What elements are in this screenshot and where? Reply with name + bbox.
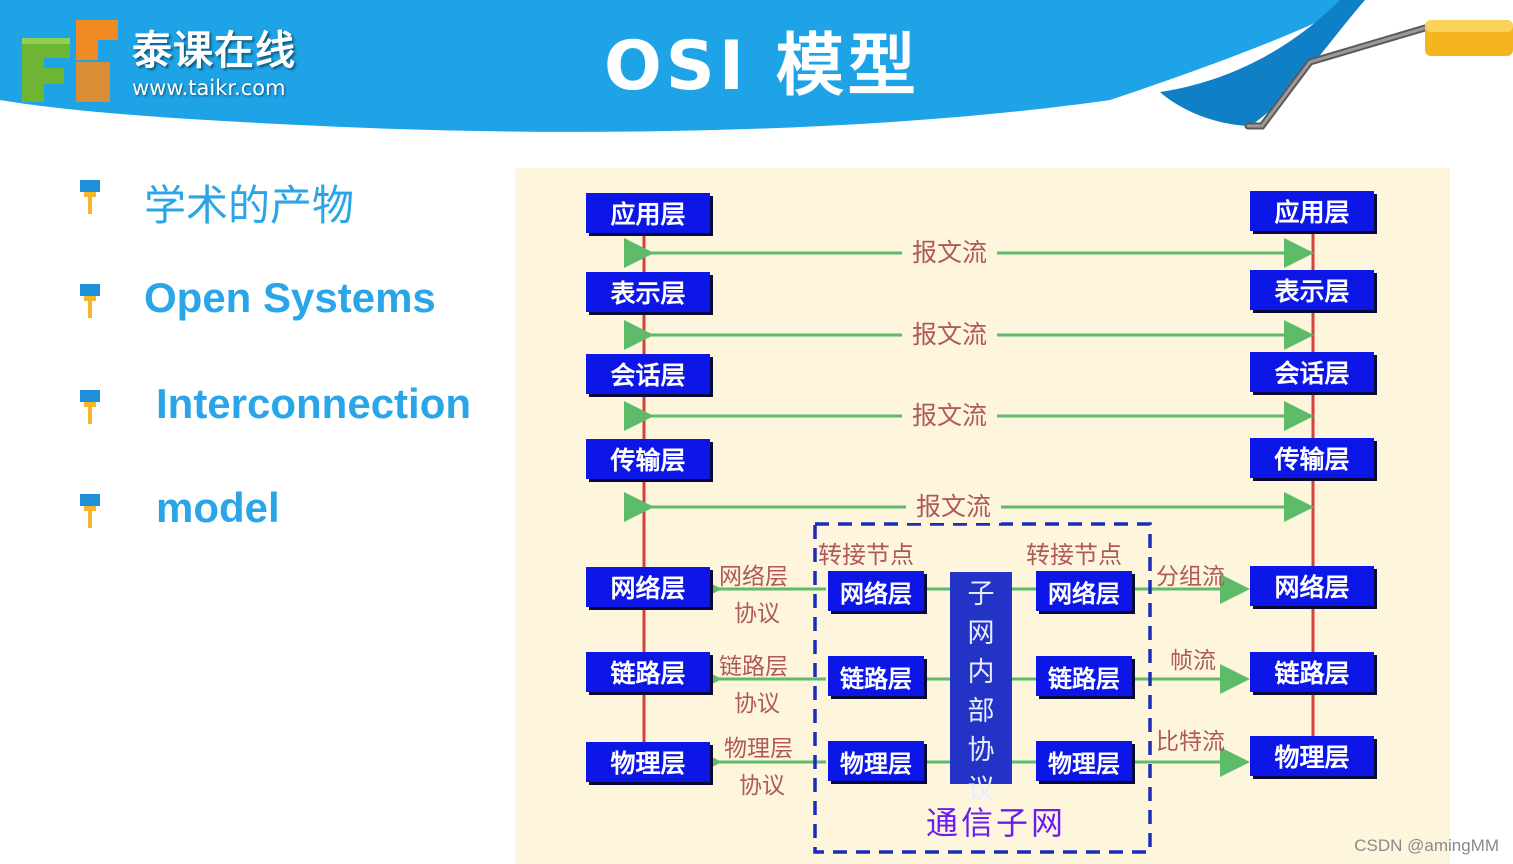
right-layer-presentation: 表示层 [1250, 270, 1374, 310]
right-layer-network: 网络层 [1250, 566, 1374, 606]
protocol-label-physical-suffix: 协议 [739, 773, 785, 799]
relay-node-label-right: 转接节点 [1026, 535, 1122, 570]
brand-url: www.taikr.com [132, 76, 286, 100]
subnet-protocol-char: 网 [967, 618, 995, 649]
right-layer-session: 会话层 [1250, 352, 1374, 392]
brand-logo-icon [22, 20, 118, 102]
relay-right-link: 链路层 [1036, 656, 1132, 696]
protocol-label-link: 链路层 [719, 654, 788, 680]
protocol-label-link-suffix: 协议 [734, 691, 780, 717]
subnet-protocol-char: 部 [967, 696, 995, 727]
paint-brush-icon [80, 180, 100, 214]
protocol-label-network-suffix: 协议 [734, 601, 780, 627]
message-flow-label: 报文流 [906, 487, 1002, 523]
relay-left-link: 链路层 [828, 656, 924, 696]
protocol-label-physical: 物理层 [724, 736, 793, 762]
page-title: OSI 模型 [604, 27, 920, 106]
subnet-internal-protocol: 子 网 内 部 协 议 [950, 572, 1012, 805]
left-layer-transport: 传输层 [586, 439, 710, 479]
bullet-item: model [80, 484, 560, 552]
subnet-protocol-char: 内 [967, 657, 995, 688]
left-layer-link: 链路层 [586, 652, 710, 692]
subnet-protocol-char: 议 [967, 774, 995, 805]
relay-node-label-left: 转接节点 [818, 535, 914, 570]
subnet-protocol-char: 协 [967, 735, 995, 766]
left-layer-physical: 物理层 [586, 742, 710, 782]
bullet-item: 学术的产物 [80, 178, 560, 238]
left-layer-application: 应用层 [586, 193, 710, 233]
right-layer-transport: 传输层 [1250, 438, 1374, 478]
message-flow-label: 报文流 [902, 396, 998, 432]
comm-subnet-border [813, 522, 1152, 854]
right-layer-physical: 物理层 [1250, 736, 1374, 776]
bullet-item: Interconnection [80, 380, 560, 448]
left-layer-presentation: 表示层 [586, 272, 710, 312]
left-layer-session: 会话层 [586, 354, 710, 394]
subnet-protocol-char: 子 [967, 579, 995, 610]
paint-brush-icon [80, 284, 100, 318]
packet-flow-label: 分组流 [1156, 564, 1225, 590]
message-flow-label: 报文流 [902, 315, 998, 351]
watermark: CSDN @amingMM [1354, 836, 1499, 855]
relay-left-physical: 物理层 [828, 741, 924, 781]
bullet-text: model [156, 484, 280, 531]
brand-name: 泰课在线 [132, 28, 296, 74]
bullet-item: Open Systems [80, 274, 560, 342]
frame-flow-label: 帧流 [1170, 648, 1216, 674]
paint-brush-icon [80, 494, 100, 528]
paint-brush-icon [80, 390, 100, 424]
bullet-text: 学术的产物 [144, 181, 355, 230]
bit-flow-label: 比特流 [1156, 729, 1225, 755]
bullet-text: Open Systems [144, 274, 436, 321]
bullet-text: Interconnection [156, 380, 472, 427]
relay-right-physical: 物理层 [1036, 741, 1132, 781]
message-flow-label: 报文流 [902, 233, 998, 269]
relay-right-network: 网络层 [1036, 571, 1132, 611]
relay-left-network: 网络层 [828, 571, 924, 611]
header-banner [0, 0, 1513, 132]
left-layer-network: 网络层 [586, 567, 710, 607]
comm-subnet-label: 通信子网 [926, 804, 1067, 842]
right-layer-application: 应用层 [1250, 191, 1374, 231]
right-layer-link: 链路层 [1250, 652, 1374, 692]
protocol-label-network: 网络层 [719, 564, 788, 590]
